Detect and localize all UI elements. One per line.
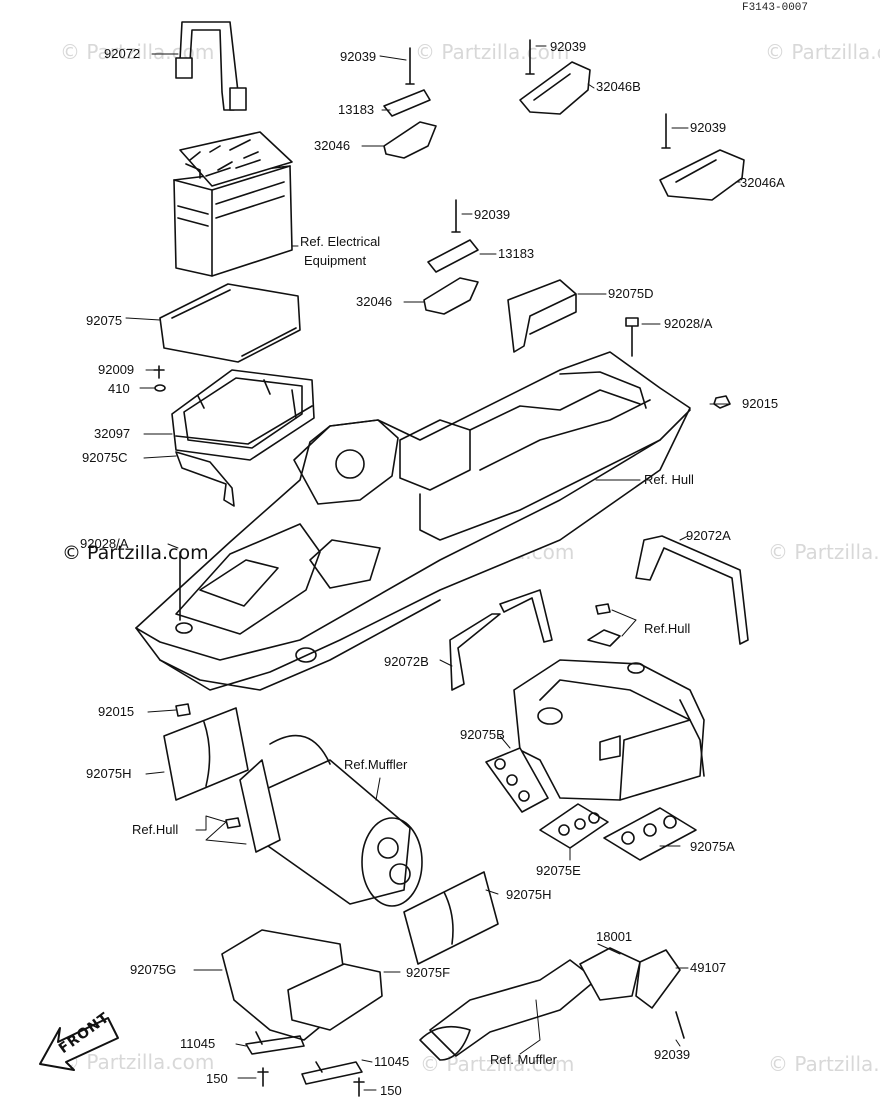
washer-410 [154,384,166,392]
label-92039: 92039 [474,207,511,222]
label-92039: 92039 [550,39,587,54]
pad-92075F [287,963,383,1031]
strap-92072A [635,535,749,645]
label-92039: 92039 [340,49,377,64]
bolt-92039 [525,39,535,75]
battery [173,131,293,277]
watermark: © Partzilla.com [420,1052,575,1076]
label-ref-hull: Ref.Hull [132,822,179,837]
pad-92075H [163,707,249,801]
bolt-92039 [661,113,671,149]
label-92072: 92072 [104,46,141,61]
mat-92075 [159,283,301,363]
label-32046: 32046 [314,138,351,153]
label-ref-electrical: Ref. Electrical [300,234,381,249]
label-410: 410 [108,381,130,396]
plate-92075A [603,807,697,861]
mount-32046A [659,149,745,201]
label-32097: 32097 [94,426,131,441]
label-92075C: 92075C [82,450,128,465]
label-92039: 92039 [654,1047,691,1062]
strap-92072 [175,21,247,111]
pad-92075D [507,279,577,353]
label-92075B: 92075B [460,727,505,742]
label-92075A: 92075A [690,839,735,854]
mount-32046B [519,61,591,115]
mount-13183a [383,89,431,117]
watermark: © Partzilla.com [768,1052,880,1076]
label-92028A: 92028/A [664,316,713,331]
battery-case-32097 [171,369,315,461]
nut-92015 [713,395,731,409]
label-ref-electrical-equipment: Equipment [304,253,367,268]
label-11045: 11045 [180,1036,216,1051]
label-18001: 18001 [596,929,633,944]
bolt-92039 [675,1011,685,1039]
strap-92072B [449,589,553,691]
label-92015: 92015 [98,704,135,719]
label-13183: 13183 [498,246,535,261]
label-32046B: 32046B [596,79,641,94]
label-13183: 13183 [338,102,375,117]
label-92075H: 92075H [506,887,552,902]
screw-92009 [153,365,165,379]
label-92072A: 92072A [686,528,731,543]
label-92075: 92075 [86,313,123,328]
label-92015: 92015 [742,396,779,411]
bolt-92028A [625,317,639,357]
bolt-150 [257,1067,269,1087]
mount-32046a [383,121,437,159]
label-92072B: 92072B [384,654,429,669]
label-11045: 11045 [374,1054,410,1069]
diagram-code: F3143-0007 [741,2,808,14]
muffler [239,734,423,907]
watermark: © Partzilla.com [768,540,880,564]
label-ref-hull: Ref. Hull [644,472,694,487]
watermark: © Partzilla.com [415,40,570,64]
label-92009: 92009 [98,362,135,377]
mount-32046b [423,277,479,315]
label-92075F: 92075F [406,965,451,980]
watermark: © Partzilla.com [62,542,209,564]
bolt-150 [353,1077,365,1097]
label-92075D: 92075D [608,286,654,301]
label-92075G: 92075G [130,962,177,977]
label-ref-muffler: Ref. Muffler [490,1052,557,1067]
label-92028A: 92028/A [80,536,129,551]
pad-92075H [403,871,499,965]
mount-13183b [427,239,479,273]
watermark: © Partzilla.com [60,1050,215,1074]
plate-92075E [539,803,609,849]
bolt-92039 [405,47,415,85]
front-arrow [39,1017,119,1071]
label-32046A: 32046A [740,175,785,190]
label-92075H: 92075H [86,766,132,781]
label-92039: 92039 [690,120,727,135]
exhaust-pipe [419,947,681,1061]
hull [135,351,691,691]
screw [595,603,611,615]
label-49107: 49107 [690,960,727,975]
bracket-11045 [245,1031,305,1055]
bracket-11045 [301,1061,363,1085]
bolt-92039 [451,199,461,233]
fuel-tank [513,659,705,801]
label-150: 150 [380,1083,402,1098]
clip [587,629,621,647]
label-150: 150 [206,1071,228,1086]
watermark: © Partzilla.com [765,40,880,64]
label-ref-hull: Ref.Hull [644,621,691,636]
label-32046: 32046 [356,294,393,309]
label-92075E: 92075E [536,863,581,878]
leader-lines [125,45,741,1091]
nut-92015 [175,703,191,717]
label-ref-muffler: Ref.Muffler [344,757,408,772]
screw [225,817,241,829]
pad-92075C [175,451,235,507]
front-indicator: FRONT [34,1010,114,1088]
